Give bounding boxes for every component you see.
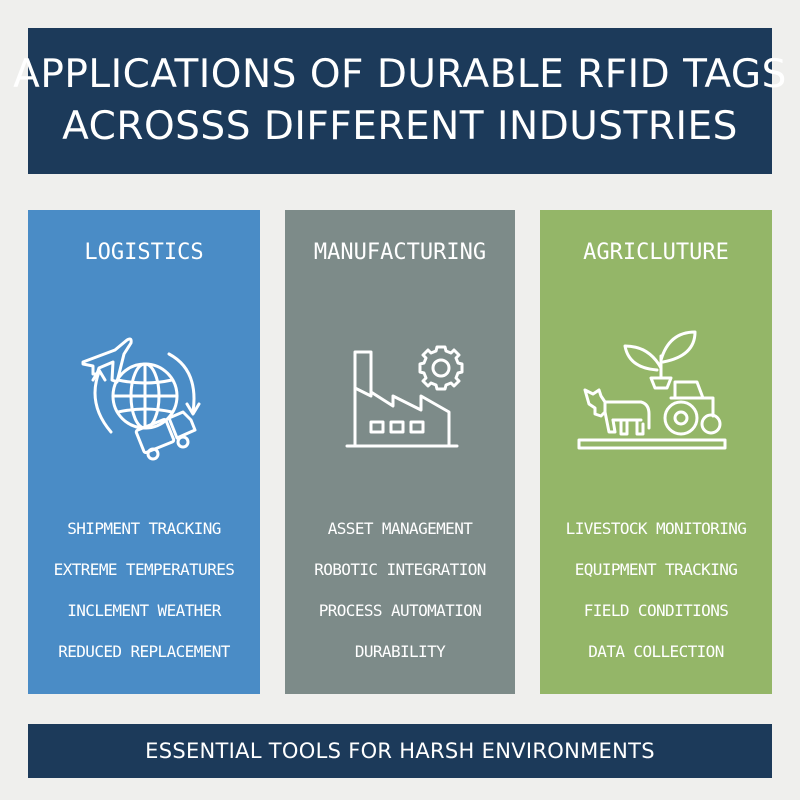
list-item: LIVESTOCK MONITORING [565,519,747,538]
title-line-2: ACROSSS DIFFERENT INDUSTRIES [62,104,738,149]
logistics-title: LOGISTICS [84,240,204,265]
list-item: DURABILITY [354,642,446,661]
agriculture-column: AGRICLUTURE LIVESTOCK MONITORING [540,210,772,694]
factory-gear-icon [285,320,515,470]
list-item: ASSET MANAGEMENT [327,519,473,538]
logistics-list: SHIPMENT TRACKING EXTREME TEMPERATURES I… [28,508,260,672]
globe-plane-truck-icon [28,320,260,470]
footer-banner: ESSENTIAL TOOLS FOR HARSH ENVIRONMENTS [28,724,772,778]
list-item: REDUCED REPLACEMENT [58,642,230,661]
cow-tractor-plant-icon [540,320,772,470]
title-line-1: APPLICATIONS OF DURABLE RFID TAGS [13,52,787,97]
logistics-column: LOGISTICS SHIPMENT TRACKING EXTREME TEMP [28,210,260,694]
manufacturing-list: ASSET MANAGEMENT ROBOTIC INTEGRATION PRO… [285,508,515,672]
list-item: ROBOTIC INTEGRATION [314,560,486,579]
agriculture-title: AGRICLUTURE [583,240,729,265]
manufacturing-title: MANUFACTURING [313,240,487,265]
manufacturing-column: MANUFACTURING ASSET MANAGEMENT ROBOTIC I… [285,210,515,694]
list-item: DATA COLLECTION [588,642,724,661]
list-item: EXTREME TEMPERATURES [53,560,235,579]
list-item: EQUIPMENT TRACKING [574,560,738,579]
list-item: FIELD CONDITIONS [583,601,729,620]
list-item: INCLEMENT WEATHER [67,601,221,620]
agriculture-list: LIVESTOCK MONITORING EQUIPMENT TRACKING … [540,508,772,672]
footer-text: ESSENTIAL TOOLS FOR HARSH ENVIRONMENTS [145,739,655,763]
list-item: PROCESS AUTOMATION [318,601,482,620]
list-item: SHIPMENT TRACKING [67,519,221,538]
title-banner: APPLICATIONS OF DURABLE RFID TAGS ACROSS… [13,28,786,174]
